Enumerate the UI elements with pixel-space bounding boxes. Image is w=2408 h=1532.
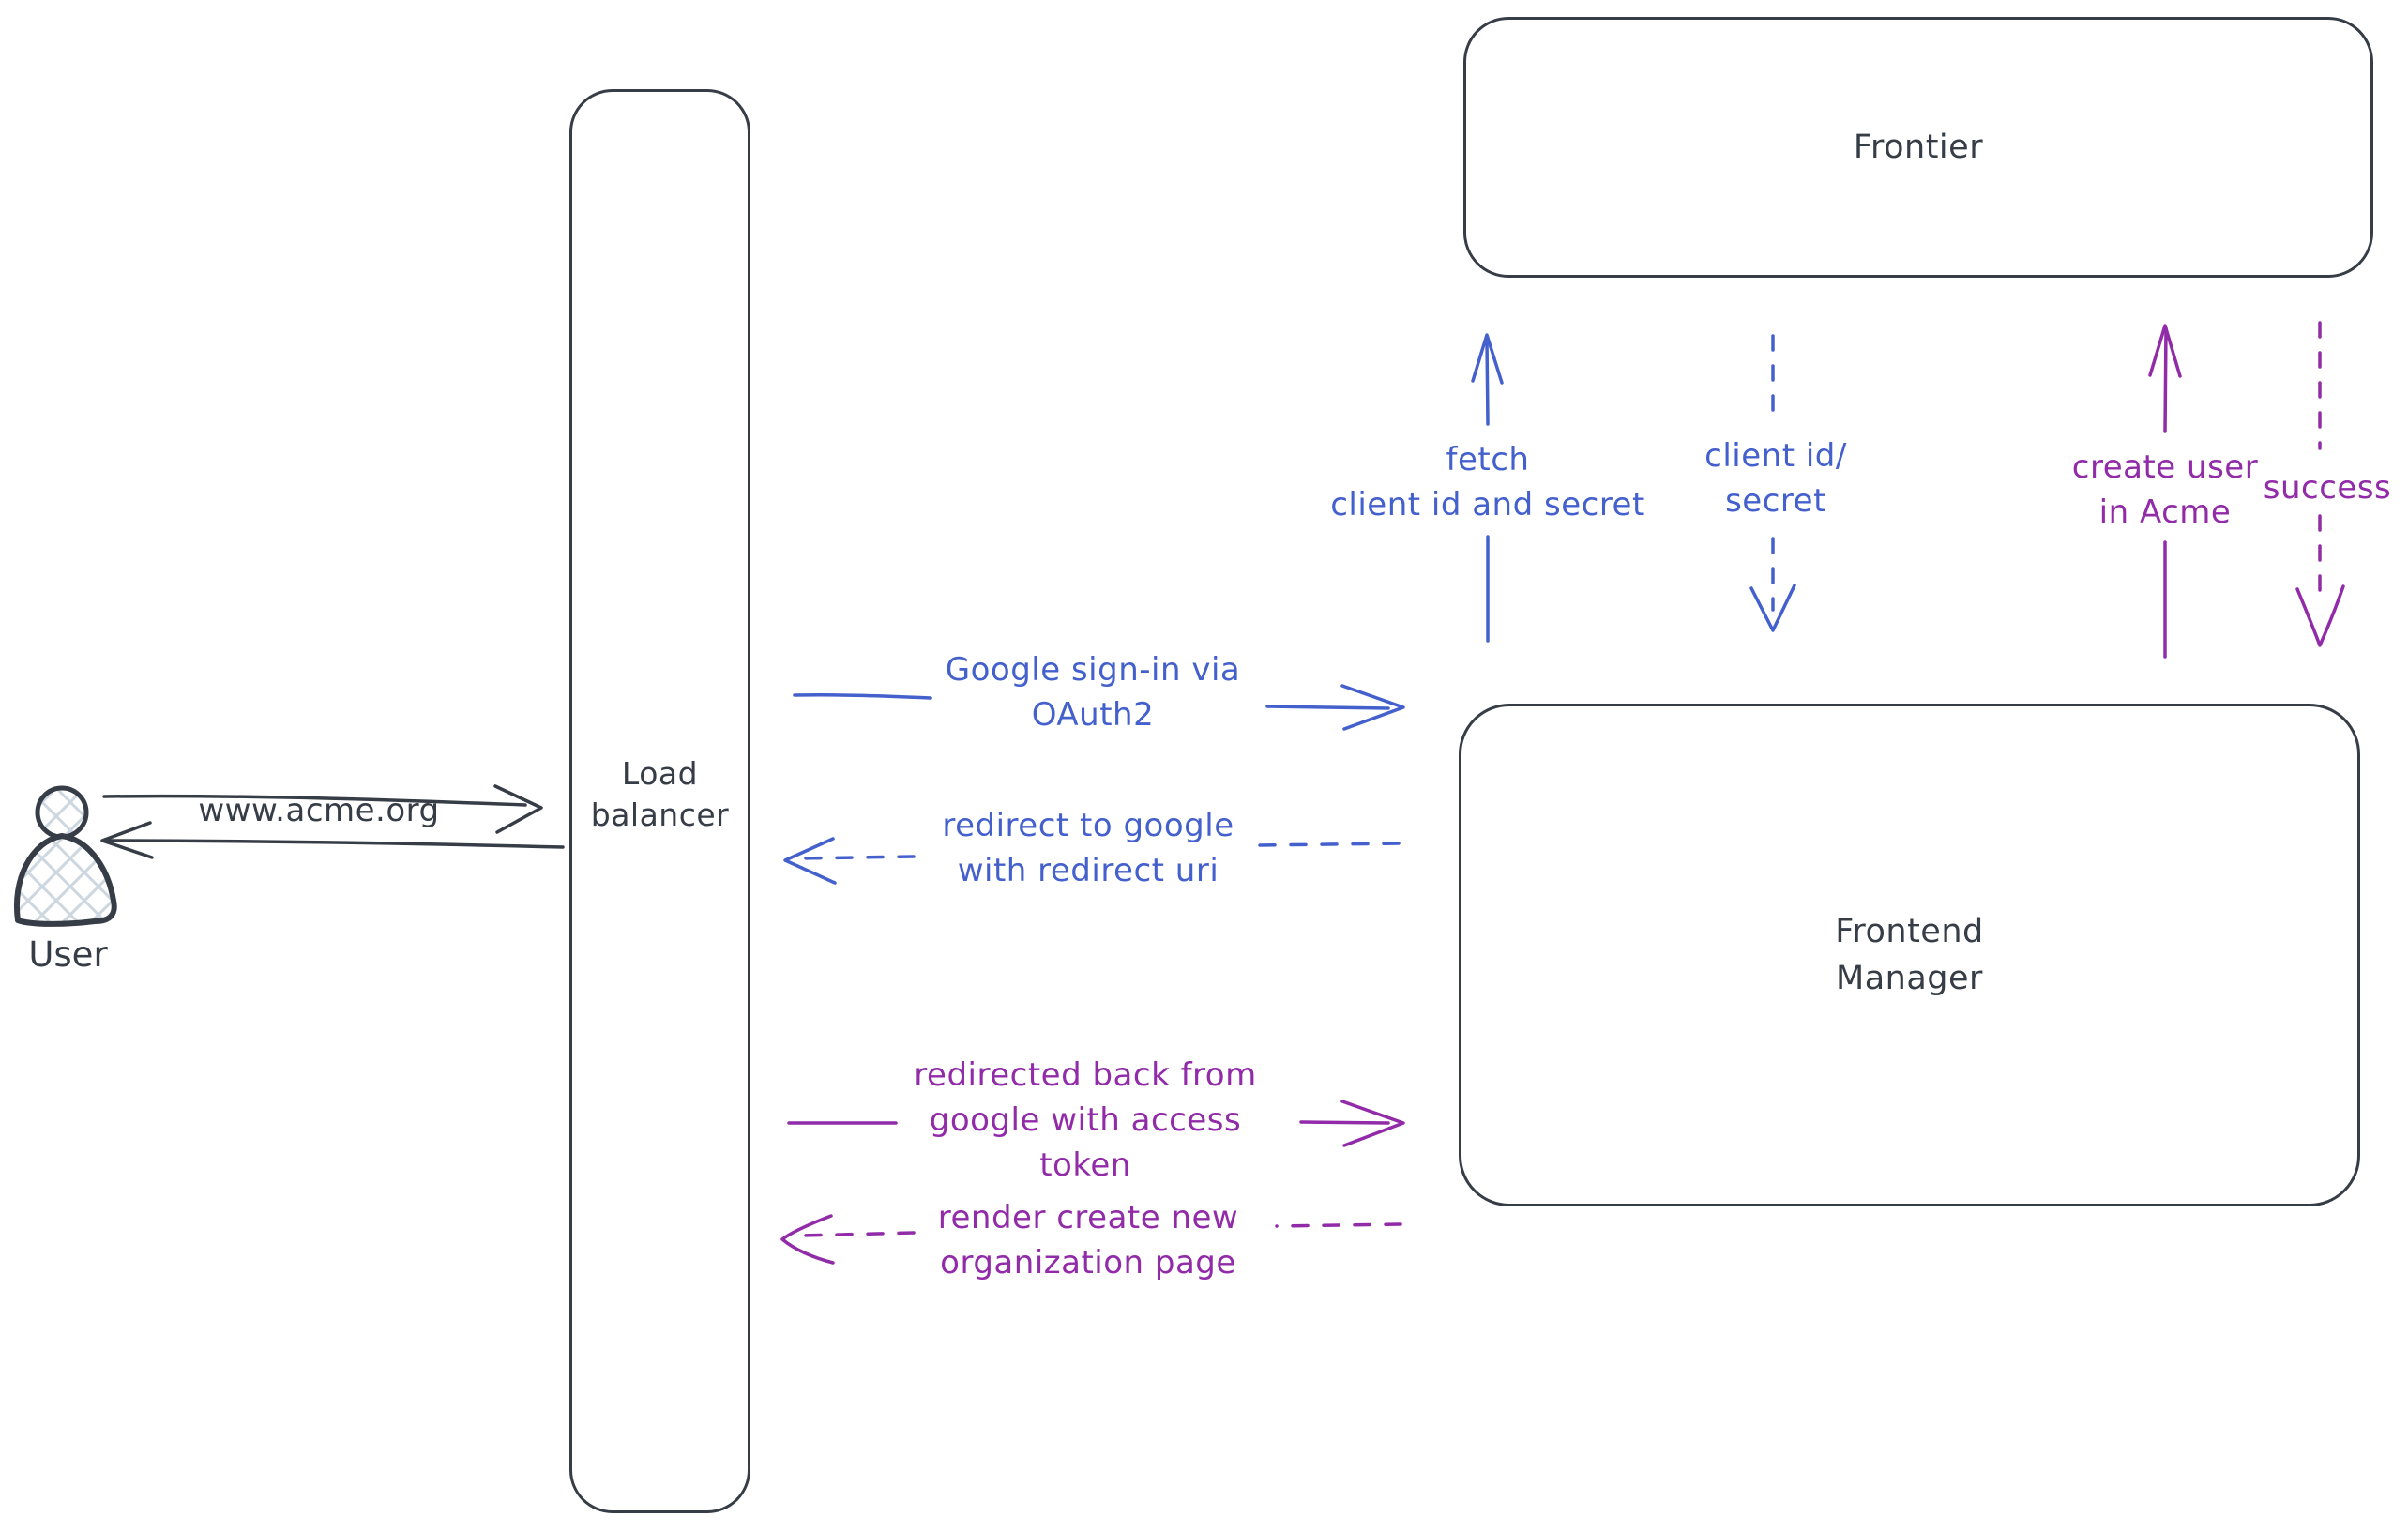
user-figure (14, 785, 117, 927)
frontend-manager-box (1459, 704, 2360, 1206)
message-label-www-acme-org: www.acme.org (198, 792, 440, 829)
message-label-client-id-secret: client id/ secret (1704, 437, 1847, 520)
load-balancer-title: Load balancer (590, 755, 730, 833)
message-label-google-signin: Google sign-in via OAuth2 (945, 651, 1241, 734)
message-label-render-page: render create new organization page (937, 1199, 1239, 1282)
message-label-create-user: create user in Acme (2071, 448, 2259, 531)
frontier-title: Frontier (1853, 129, 1984, 166)
user-head (35, 785, 89, 840)
user-label: User (28, 934, 108, 975)
message-label-redirect-to-google: redirect to google with redirect uri (942, 807, 1234, 889)
user-body (14, 833, 117, 927)
load-balancer-box (569, 89, 750, 1513)
message-label-success: success (2263, 469, 2392, 507)
message-label-redirected-back: redirected back from google with access … (914, 1056, 1257, 1184)
message-label-fetch-client-id: fetch client id and secret (1330, 441, 1645, 523)
frontend-manager-title: Frontend Manager (1835, 913, 1984, 997)
frontier-box (1463, 17, 2373, 278)
